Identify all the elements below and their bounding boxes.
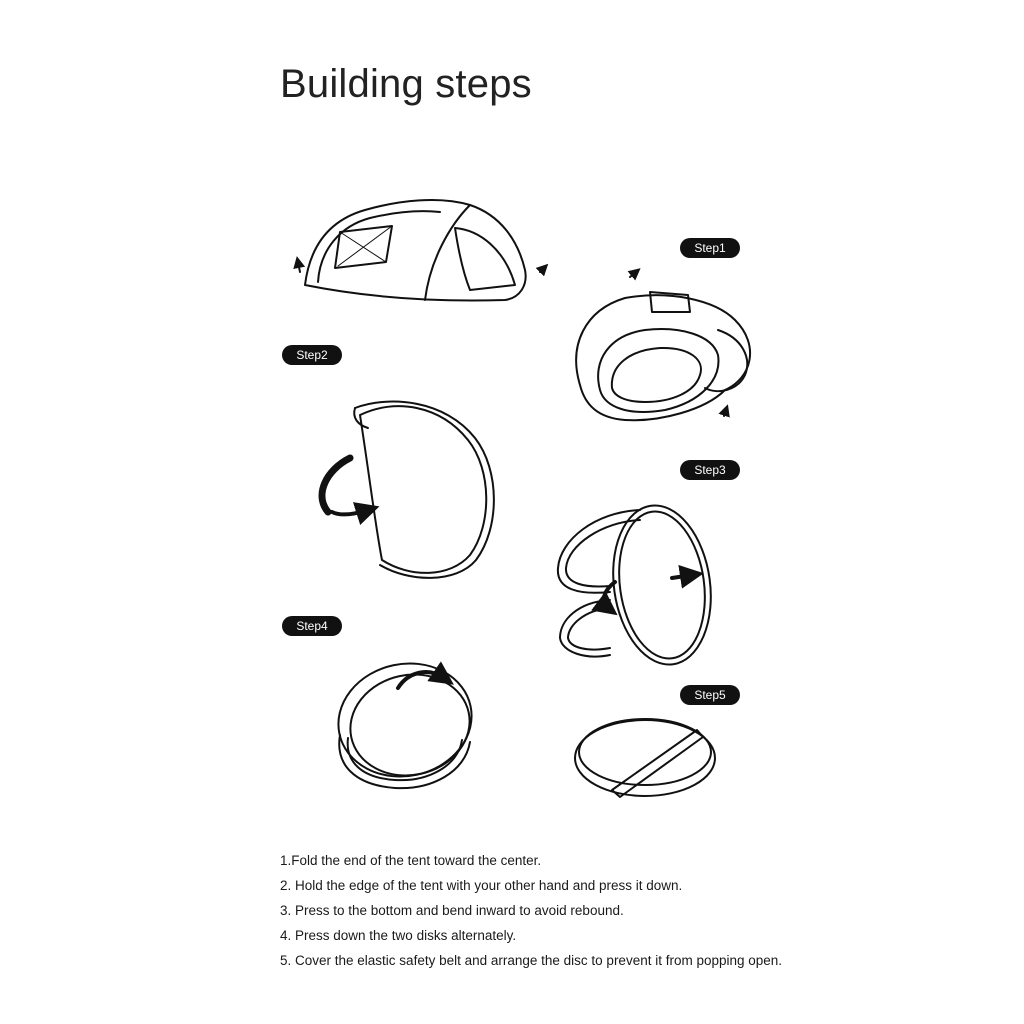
packed-disc-illustration: [574, 718, 716, 798]
instruction-item: 2. Hold the edge of the tent with your o…: [280, 878, 683, 893]
two-loops-illustration: [556, 504, 712, 666]
page-title: Building steps: [280, 62, 532, 106]
step2-badge: Step2: [282, 345, 342, 365]
stacked-discs-illustration: [337, 661, 473, 790]
tent-illustration: [293, 199, 549, 302]
step4-badge: Step4: [282, 616, 342, 636]
step3-badge: Step3: [680, 460, 740, 480]
instruction-item: 1.Fold the end of the tent toward the ce…: [280, 853, 542, 868]
instruction-item: 5. Cover the elastic safety belt and arr…: [280, 953, 783, 968]
instruction-item: 4. Press down the two disks alternately.: [280, 928, 517, 943]
ring-fold-illustration: [318, 400, 495, 579]
step1-badge: Step1: [680, 238, 740, 258]
fold-ends-illustration: [575, 268, 752, 422]
step5-badge: Step5: [680, 685, 740, 705]
instruction-list: 1.Fold the end of the tent toward the ce…: [280, 850, 782, 975]
instruction-item: 3. Press to the bottom and bend inward t…: [280, 903, 624, 918]
